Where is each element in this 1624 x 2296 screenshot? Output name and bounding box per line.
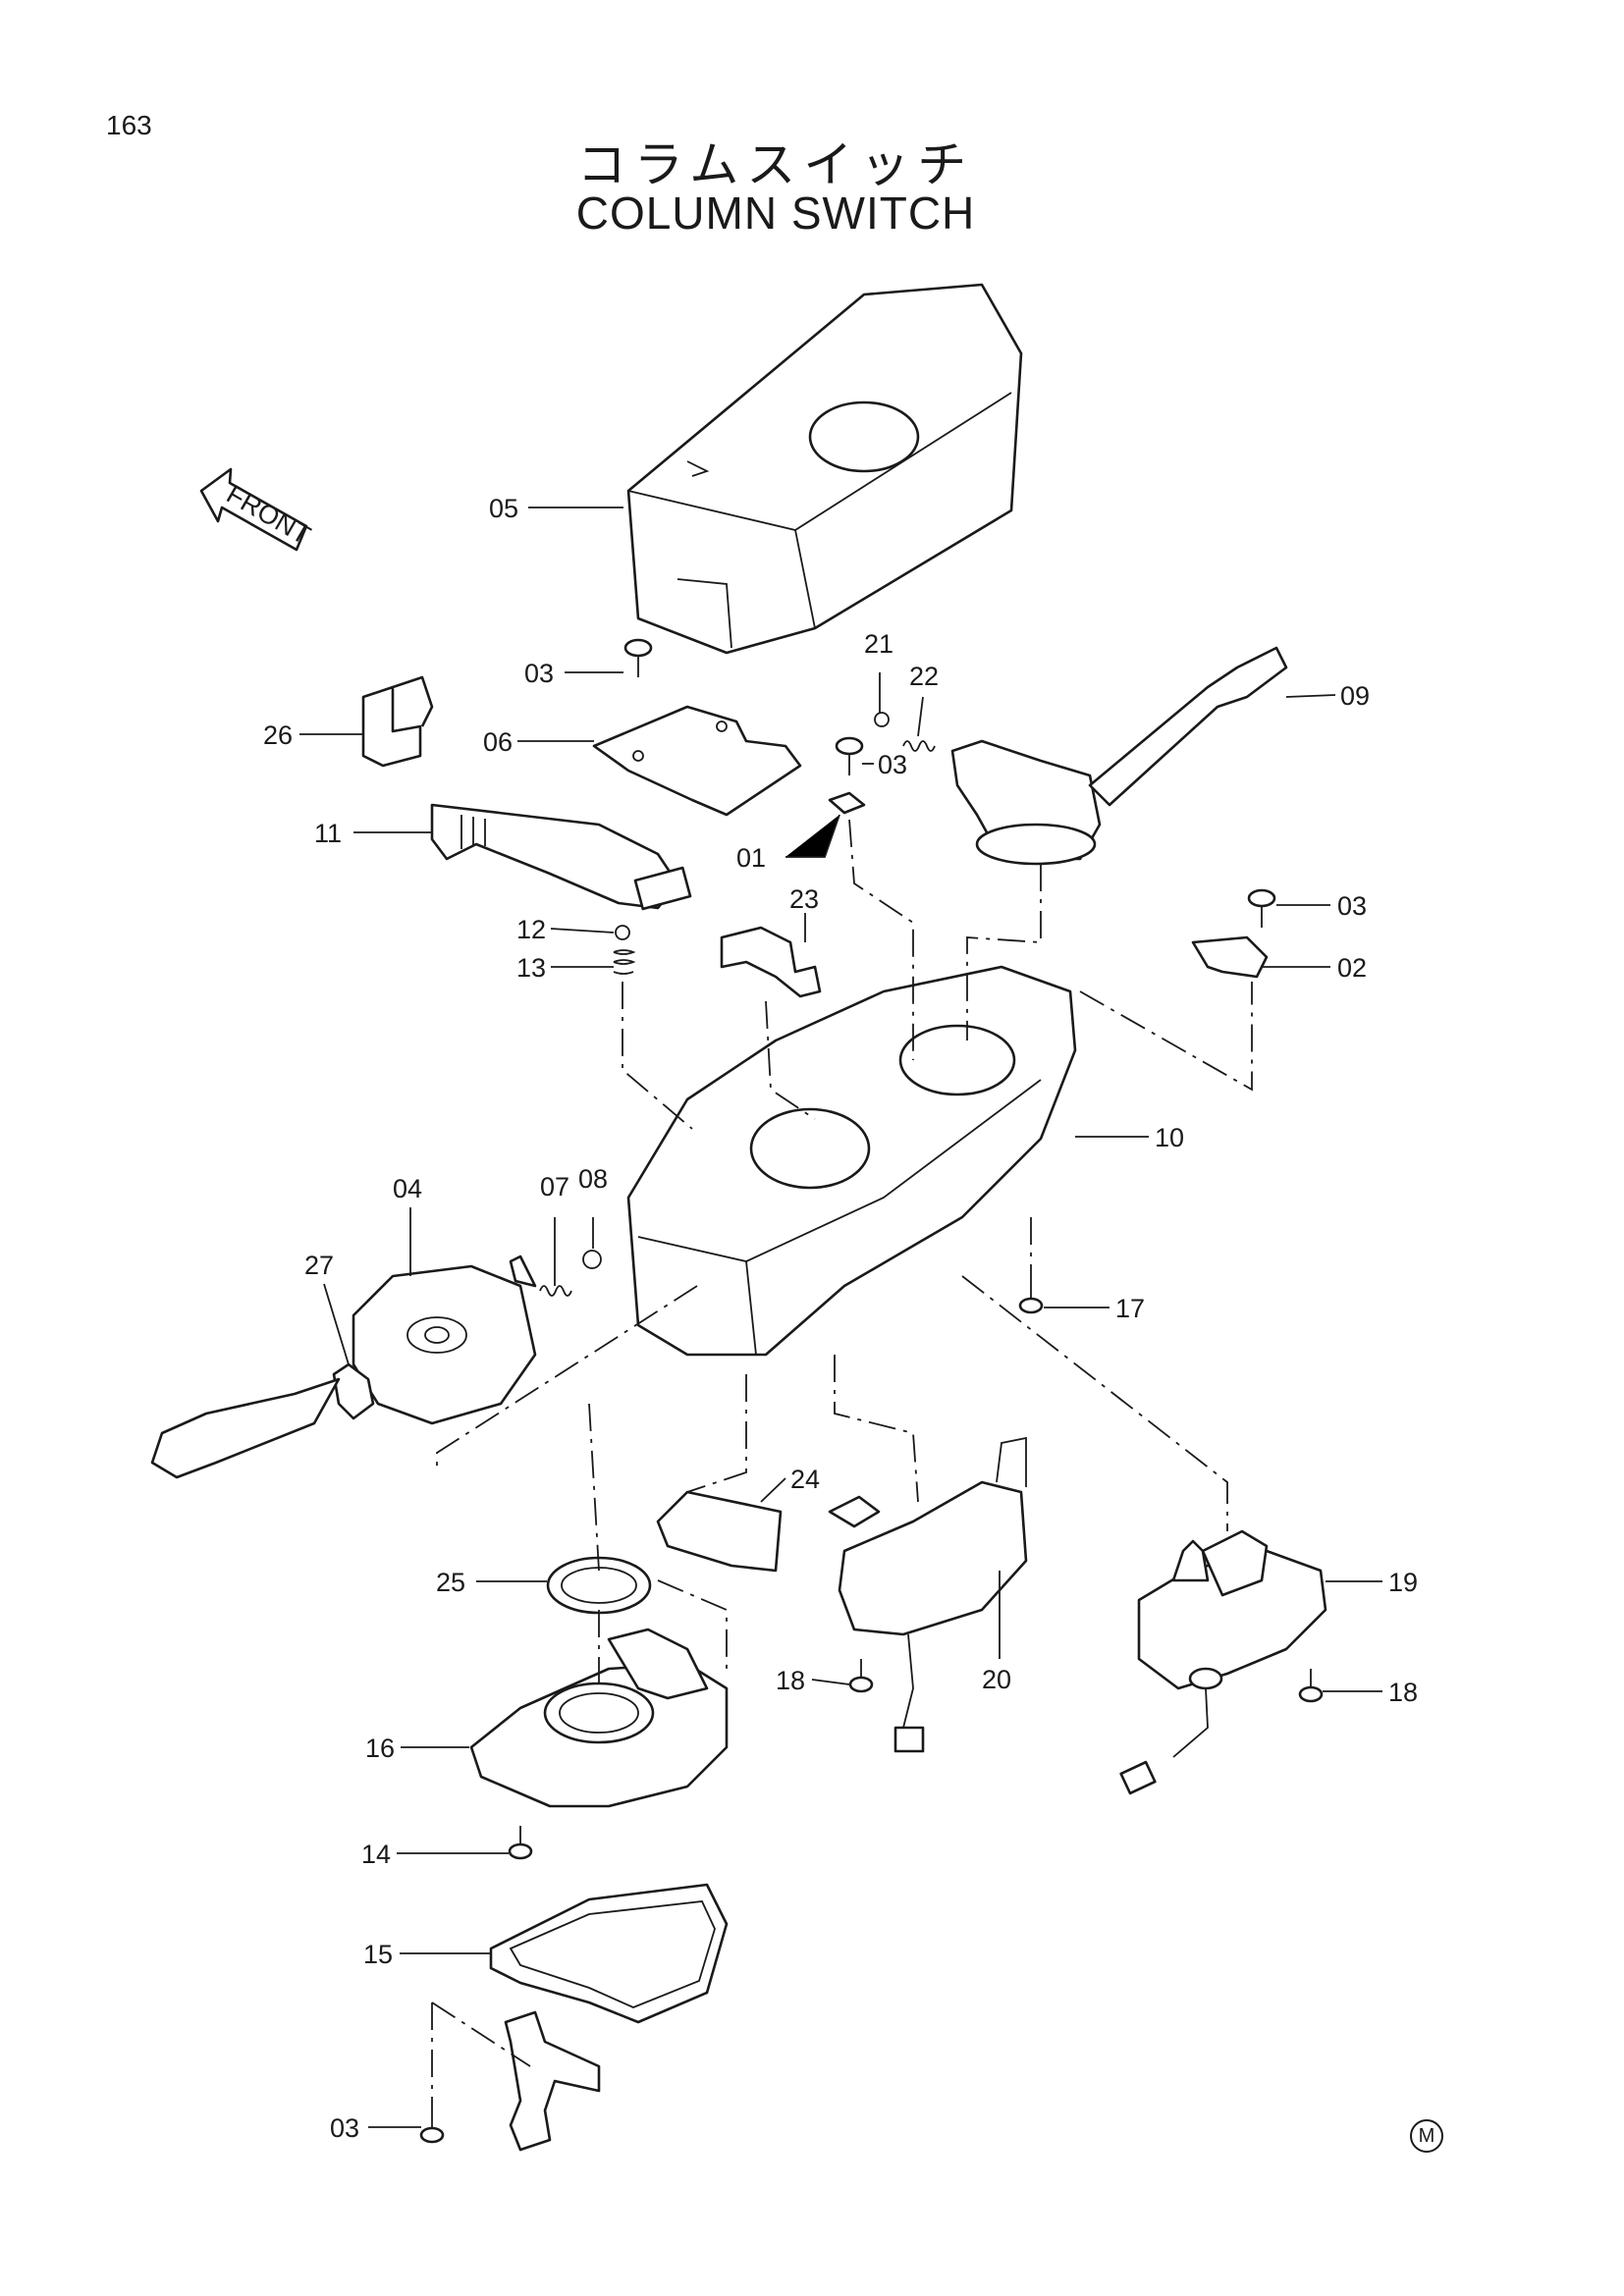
part-12-ball	[615, 925, 630, 940]
part-26-clip	[361, 675, 434, 768]
callout-08: 08	[578, 1164, 608, 1194]
callout-19: 19	[1388, 1568, 1418, 1597]
screw-18-a	[848, 1659, 874, 1693]
part-11-lever	[430, 803, 692, 911]
part-16-base-unit	[469, 1628, 729, 1808]
part-05-upper-cover	[626, 283, 1023, 655]
part-22-spring	[902, 740, 936, 752]
callout-09: 09	[1340, 681, 1370, 711]
callout-07: 07	[540, 1172, 569, 1201]
callout-14: 14	[361, 1840, 391, 1869]
screw-18-b	[1298, 1669, 1324, 1703]
part-23-clip	[720, 926, 822, 998]
callout-13: 13	[516, 953, 546, 983]
callout-18-right: 18	[1388, 1678, 1418, 1707]
front-arrow: FRONT	[199, 467, 315, 552]
screw-03-c	[1247, 888, 1276, 928]
callout-01: 01	[736, 843, 766, 873]
part-09-wiper-switch	[950, 646, 1288, 866]
callout-18-left: 18	[776, 1666, 805, 1695]
part-24-pad	[656, 1490, 783, 1573]
callout-25: 25	[436, 1568, 465, 1597]
part-08-ball	[582, 1250, 602, 1269]
screw-03-a	[623, 638, 653, 677]
callout-24: 24	[790, 1465, 820, 1494]
part-19-rotary-switch	[1119, 1529, 1327, 1795]
callout-03-bottom: 03	[330, 2113, 359, 2143]
part-20-switch-module	[828, 1436, 1028, 1753]
callout-03-top: 03	[524, 659, 554, 688]
callout-11: 11	[314, 819, 342, 848]
callout-04: 04	[393, 1174, 422, 1203]
page-number: 163	[106, 110, 152, 140]
screw-14	[508, 1826, 533, 1860]
callout-10: 10	[1155, 1123, 1184, 1152]
part-10-housing	[626, 965, 1077, 1357]
part-21-ball	[874, 712, 890, 727]
callout-12: 12	[516, 915, 546, 944]
part-06-plate	[592, 705, 802, 817]
callout-17: 17	[1115, 1294, 1145, 1323]
callout-06: 06	[483, 727, 513, 757]
callout-15: 15	[363, 1940, 393, 1969]
part-13-spring	[613, 949, 636, 975]
screw-03-b	[835, 736, 864, 775]
callout-02: 02	[1337, 953, 1367, 983]
title-japanese: コラムスイッチ	[576, 136, 975, 193]
callout-22: 22	[909, 662, 939, 691]
callout-03-right: 03	[1337, 891, 1367, 921]
part-04-combination-switch	[150, 1255, 537, 1479]
part-01-block	[828, 791, 866, 815]
callout-03-mid: 03	[878, 750, 907, 779]
screw-03-d	[419, 2110, 445, 2144]
callout-labels: 05 03 06 26 11 12 13 21 22 03 01 23 09 0…	[263, 494, 1418, 2143]
callout-27: 27	[304, 1251, 334, 1280]
part-25-ring	[546, 1556, 652, 1615]
part-07-spring	[539, 1285, 572, 1297]
title-english: COLUMN SWITCH	[575, 187, 976, 239]
callout-05: 05	[489, 494, 518, 523]
corner-mark: M	[1410, 2119, 1443, 2153]
part-15-tray	[489, 1883, 729, 2024]
screw-17	[1018, 1276, 1044, 1314]
callout-21: 21	[864, 629, 893, 659]
callout-16: 16	[365, 1734, 395, 1763]
part-02-bracket	[1191, 935, 1269, 979]
callout-23: 23	[789, 884, 819, 914]
callout-20: 20	[982, 1665, 1011, 1694]
leader-lines	[299, 507, 1382, 2128]
part-bottom-bracket	[504, 2010, 601, 2152]
assembly-lines	[431, 819, 1253, 2110]
callout-26: 26	[263, 721, 293, 750]
